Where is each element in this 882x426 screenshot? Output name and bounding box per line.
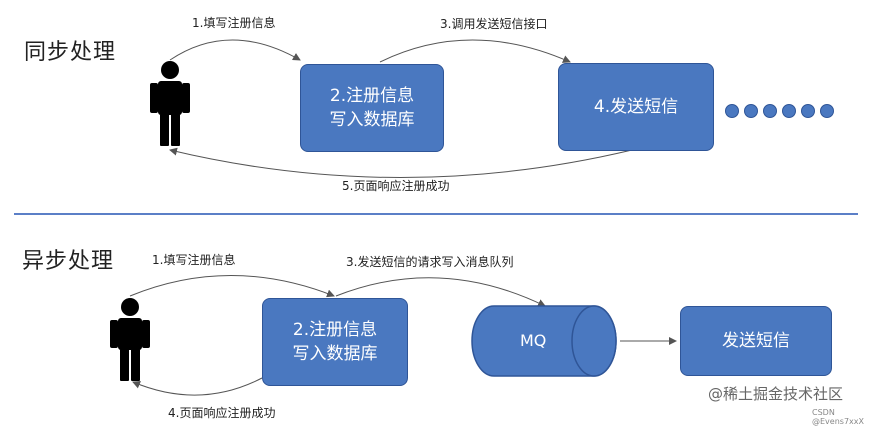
async-arrow-step1 <box>129 275 335 298</box>
sync-db-box-line1: 2.注册信息 <box>329 86 415 106</box>
ellipsis-dots <box>725 104 834 118</box>
async-arrow-step3 <box>335 277 546 307</box>
async-sms-box-label: 发送短信 <box>722 331 790 351</box>
async-step4-label: 4.页面响应注册成功 <box>168 406 276 420</box>
dot <box>744 104 758 118</box>
dot <box>725 104 739 118</box>
dot <box>782 104 796 118</box>
sync-sms-box: 4.发送短信 <box>558 63 714 151</box>
sync-arrow-step3 <box>379 39 571 63</box>
sync-step1-label: 1.填写注册信息 <box>192 16 276 30</box>
sync-arrow-step5 <box>169 147 633 178</box>
dot <box>820 104 834 118</box>
async-step1-label: 1.填写注册信息 <box>152 253 236 267</box>
async-db-box-line2: 写入数据库 <box>292 344 378 364</box>
sync-sms-box-label: 4.发送短信 <box>593 97 679 117</box>
async-user-figure <box>110 298 150 381</box>
sync-section-title: 同步处理 <box>24 40 117 65</box>
async-arrow-step4 <box>132 377 263 396</box>
sync-user-figure <box>150 61 190 146</box>
csdn-credit: CSDN @Evens7xxX <box>812 408 864 426</box>
async-db-box: 2.注册信息 写入数据库 <box>262 298 408 386</box>
async-db-box-line1: 2.注册信息 <box>292 320 378 340</box>
mq-cylinder <box>471 305 617 377</box>
dot <box>763 104 777 118</box>
sync-db-box: 2.注册信息 写入数据库 <box>300 64 444 152</box>
watermark: @稀土掘金技术社区 <box>708 385 844 403</box>
sync-step3-label: 3.调用发送短信接口 <box>440 17 548 31</box>
async-step3-label: 3.发送短信的请求写入消息队列 <box>346 255 514 269</box>
sync-db-box-line2: 写入数据库 <box>329 110 415 130</box>
mq-label: MQ <box>520 331 547 350</box>
sync-step5-label: 5.页面响应注册成功 <box>342 179 450 193</box>
async-section-title: 异步处理 <box>22 249 115 274</box>
dot <box>801 104 815 118</box>
sync-arrow-step1 <box>169 39 301 61</box>
async-sms-box: 发送短信 <box>680 306 832 376</box>
